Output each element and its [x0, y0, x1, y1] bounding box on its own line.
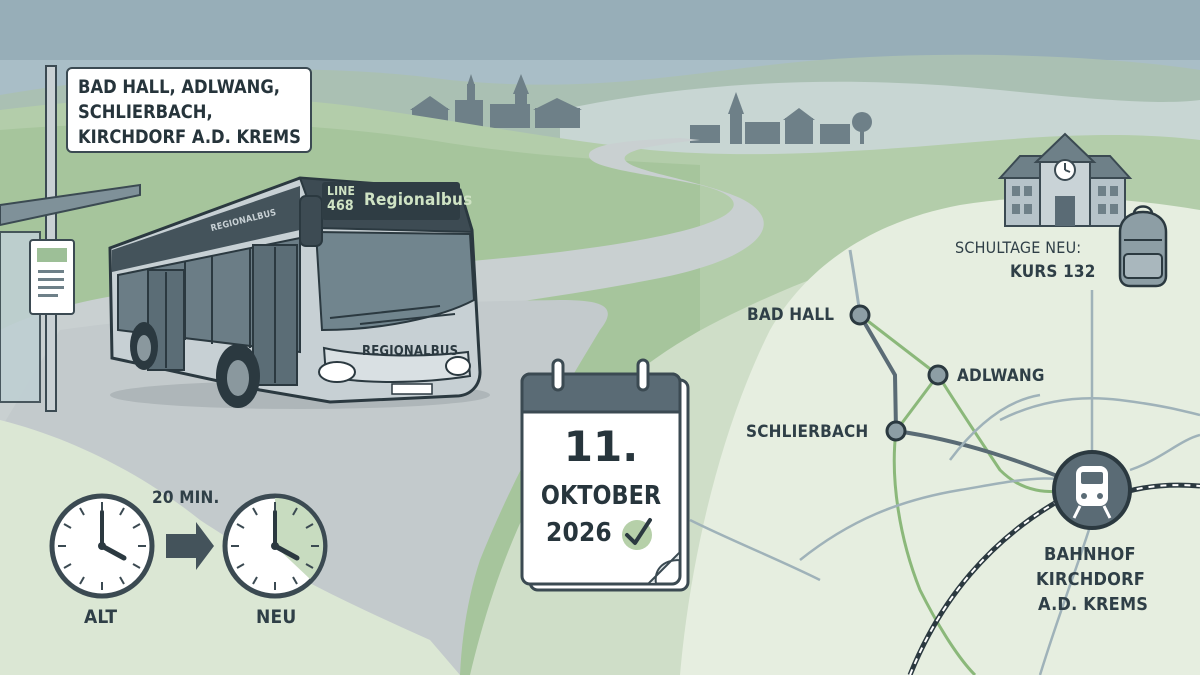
stop-sign-line: KIRCHDORF A.D. KREMS [78, 126, 301, 148]
sky-top [0, 0, 1200, 60]
map-stop-adlwang: ADLWANG [957, 366, 1045, 386]
bus-line-number: 468 [327, 198, 354, 214]
calendar [520, 358, 690, 592]
map-stop-bad-hall: BAD HALL [747, 305, 835, 325]
backpack-icon [1118, 205, 1168, 288]
stop-sign-line: SCHLIERBACH, [78, 101, 213, 123]
bus-stop [0, 65, 141, 412]
time-delta-label: 20 MIN. [152, 488, 220, 508]
calendar-month: OKTOBER [540, 481, 662, 511]
map-routes [689, 249, 1200, 675]
stop-sign-line: BAD HALL, ADLWANG, [78, 76, 280, 98]
clock-old-label: ALT [84, 606, 118, 628]
rail-station-line: KIRCHDORF [1036, 569, 1146, 590]
train-station-icon [1052, 450, 1132, 530]
calendar-day: 11. [563, 422, 639, 471]
school-building [997, 132, 1133, 227]
bus-stop-sign: BAD HALL, ADLWANG, SCHLIERBACH, KIRCHDOR… [66, 67, 312, 153]
rail-station-line: BAHNHOF [1044, 544, 1136, 565]
school-course: KURS 132 [1010, 262, 1096, 282]
map-stops [849, 304, 949, 442]
clock-old [49, 493, 155, 599]
calendar-year: 2026 [546, 518, 612, 548]
map-stop-schlierbach: SCHLIERBACH [746, 422, 869, 442]
bus-destination: Regionalbus [364, 190, 473, 210]
arrow-icon [166, 522, 214, 570]
clock-new [222, 493, 328, 599]
village-left [410, 74, 582, 128]
school-days-heading: SCHULTAGE NEU: [955, 238, 1082, 257]
clock-new-label: NEU [256, 606, 297, 628]
bus-line-label: LINE [327, 184, 356, 198]
bus [108, 176, 490, 409]
bus-front-text: REGIONALBUS [362, 344, 459, 359]
village-right [690, 92, 872, 144]
rail-station-line: A.D. KREMS [1038, 594, 1149, 615]
map-area [680, 197, 1200, 675]
